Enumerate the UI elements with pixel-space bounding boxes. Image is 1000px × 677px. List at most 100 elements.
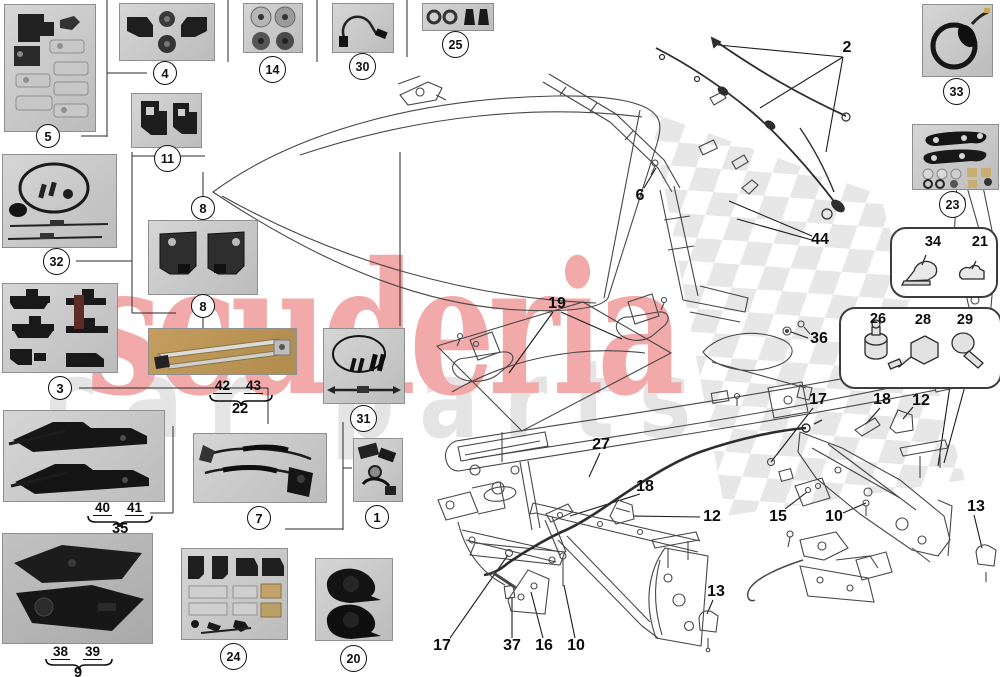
release-cable-27-drawing (483, 419, 823, 577)
inset-label-34[interactable]: 34 (924, 234, 942, 250)
inset-label-21[interactable]: 21 (971, 234, 989, 250)
part-photo-32-art (7, 162, 109, 240)
part-photo-box-40-41[interactable] (3, 410, 165, 502)
part-photo-box-25[interactable] (422, 3, 494, 31)
part-photo-42-43-art (154, 338, 291, 370)
callout-44[interactable]: 44 (811, 231, 829, 248)
part-photo-box-30[interactable] (332, 3, 394, 53)
part-photo-box-24[interactable] (181, 548, 288, 640)
callout-36[interactable]: 36 (810, 330, 828, 347)
part-photo-20-art (326, 568, 381, 639)
part-photo-box-33[interactable] (922, 4, 993, 77)
callout-18-mid[interactable]: 18 (636, 478, 654, 495)
part-label-32[interactable]: 32 (43, 248, 70, 275)
callout-27[interactable]: 27 (592, 436, 610, 453)
part-label-31[interactable]: 31 (350, 405, 377, 432)
part-label-24[interactable]: 24 (220, 643, 247, 670)
callout-2[interactable]: 2 (842, 39, 852, 56)
part-photo-box-42-43[interactable] (148, 328, 297, 375)
part-photo-box-5[interactable] (4, 4, 96, 132)
inset-box-clips[interactable] (890, 227, 998, 298)
callout-16[interactable]: 16 (535, 637, 553, 654)
part-label-23[interactable]: 23 (939, 191, 966, 218)
part-photo-box-8[interactable] (148, 220, 258, 295)
roof-panel-drawing (212, 75, 661, 312)
part-label-9[interactable]: 9 (74, 665, 83, 677)
part-label-3[interactable]: 3 (48, 376, 72, 400)
part-photo-box-31[interactable] (323, 328, 405, 404)
part-label-22[interactable]: 22 (232, 401, 249, 417)
part-label-40[interactable]: 40 (93, 500, 113, 516)
part-label-11[interactable]: 11 (154, 145, 181, 172)
inset-plugs-art (864, 319, 984, 370)
part-label-38[interactable]: 38 (51, 644, 71, 660)
callout-15[interactable]: 15 (769, 508, 787, 525)
part-photo-30-art (339, 15, 388, 47)
inset-label-26[interactable]: 26 (869, 311, 887, 327)
callout-17-left[interactable]: 17 (433, 637, 451, 654)
brace-9 (45, 658, 113, 670)
part-photo-box-23[interactable] (912, 124, 999, 190)
part-photo-7-art (199, 444, 313, 497)
latch-cable-assembly-drawing (747, 530, 893, 603)
part-photo-40-41-art (8, 422, 149, 494)
part-label-43[interactable]: 43 (244, 378, 264, 394)
inset-label-29[interactable]: 29 (956, 312, 974, 328)
part-photo-box-11[interactable] (131, 93, 202, 148)
callout-10-mid[interactable]: 10 (567, 637, 585, 654)
part-photo-3-art (10, 289, 108, 367)
callout-13-mid[interactable]: 13 (707, 583, 725, 600)
left-pillar-frame-drawing (542, 73, 759, 323)
part-photo-4-art (127, 11, 207, 53)
part-photo-box-38-39[interactable] (2, 533, 153, 644)
callout-6[interactable]: 6 (635, 187, 645, 204)
part-photo-8-art (159, 231, 245, 275)
part-label-7[interactable]: 7 (247, 506, 271, 530)
part-photo-box-20[interactable] (315, 558, 393, 641)
part-photo-box-32[interactable] (2, 154, 117, 248)
part-label-20[interactable]: 20 (340, 645, 367, 672)
rear-flap-36-drawing (702, 320, 813, 419)
part-photo-5-art (14, 14, 89, 118)
rear-right-mechanism-drawing (766, 409, 997, 582)
part-label-8-bottom[interactable]: 8 (191, 294, 215, 318)
part-photo-box-1[interactable] (353, 438, 403, 502)
callout-37[interactable]: 37 (503, 637, 521, 654)
part-photo-31-art (327, 335, 401, 394)
part-photo-24-art (188, 556, 284, 634)
part-label-5[interactable]: 5 (36, 124, 60, 148)
callout-12-right[interactable]: 12 (912, 392, 930, 409)
brace-35 (87, 515, 153, 527)
part-label-1[interactable]: 1 (365, 505, 389, 529)
group-connector-lines (76, 0, 408, 530)
callout-17-right[interactable]: 17 (809, 391, 827, 408)
inset-label-28[interactable]: 28 (914, 312, 932, 328)
part-label-30[interactable]: 30 (349, 53, 376, 80)
part-label-33[interactable]: 33 (943, 78, 970, 105)
part-label-41[interactable]: 41 (125, 500, 145, 516)
callout-13-right[interactable]: 13 (967, 498, 985, 515)
part-photo-box-14[interactable] (243, 3, 303, 53)
callout-19[interactable]: 19 (548, 295, 566, 312)
callout-18-right[interactable]: 18 (873, 391, 891, 408)
part-label-39[interactable]: 39 (83, 644, 103, 660)
callout-leader-lines (449, 44, 983, 639)
part-photo-box-3[interactable] (2, 283, 118, 373)
part-photo-box-4[interactable] (119, 3, 215, 61)
part-label-35[interactable]: 35 (112, 521, 129, 537)
roof-cables-drawing (655, 36, 851, 220)
part-photo-1-art (357, 442, 397, 495)
part-label-4[interactable]: 4 (153, 61, 177, 85)
part-photo-23-art (922, 131, 992, 189)
brace-22 (209, 394, 273, 406)
part-label-42[interactable]: 42 (213, 378, 233, 394)
inset-box-plugs[interactable] (839, 307, 1000, 389)
part-label-25[interactable]: 25 (442, 31, 469, 58)
callout-10-right[interactable]: 10 (825, 508, 843, 525)
part-label-14[interactable]: 14 (259, 56, 286, 83)
part-photo-box-7[interactable] (193, 433, 327, 503)
callout-12-mid[interactable]: 12 (703, 508, 721, 525)
part-label-8-top[interactable]: 8 (191, 196, 215, 220)
